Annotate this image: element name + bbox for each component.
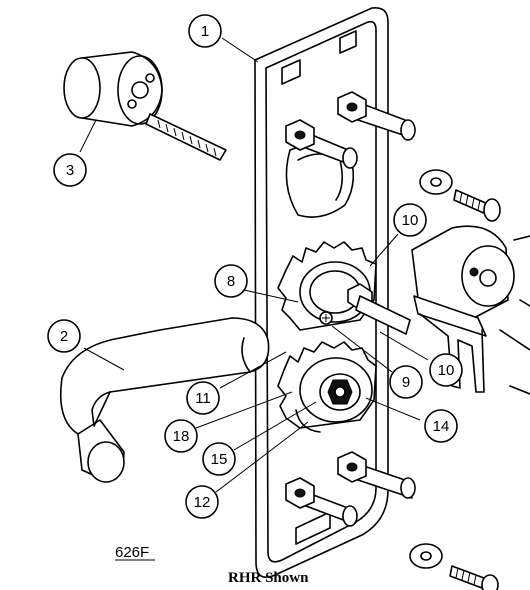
latch-body xyxy=(411,225,530,393)
caption: RHR Shown xyxy=(228,570,309,586)
callout-18: 18 xyxy=(164,419,198,453)
washer-upper xyxy=(419,169,453,195)
callout-14-label: 14 xyxy=(433,418,450,435)
callout-9: 9 xyxy=(389,365,423,399)
lever-handle xyxy=(59,317,270,483)
callout-2-label: 2 xyxy=(60,328,68,345)
callout-3-label: 3 xyxy=(66,162,74,179)
mounting-studs xyxy=(285,91,416,527)
callout-8: 8 xyxy=(214,264,248,298)
callout-8-label: 8 xyxy=(227,273,235,290)
callout-3: 3 xyxy=(53,153,87,187)
callout-12-label: 12 xyxy=(194,494,211,511)
upper-gear-hub xyxy=(277,241,411,335)
callout-18-label: 18 xyxy=(173,428,190,445)
model-number: 626F xyxy=(115,544,149,561)
callout-12: 12 xyxy=(185,485,219,519)
callout-10-upper: 10 xyxy=(393,203,427,237)
callout-11: 11 xyxy=(186,381,220,415)
callout-11-label: 11 xyxy=(195,390,211,407)
callout-10-lower-label: 10 xyxy=(438,362,455,379)
callout-1-label: 1 xyxy=(201,23,209,40)
callout-15-label: 15 xyxy=(211,451,228,468)
cylinder xyxy=(63,51,227,161)
callout-10-upper-label: 10 xyxy=(402,212,419,229)
callout-15: 15 xyxy=(202,442,236,476)
screw-lower xyxy=(449,565,499,590)
callout-10-lower: 10 xyxy=(429,353,463,387)
lower-gear-hub xyxy=(277,341,377,433)
leader-lines xyxy=(79,37,429,493)
screw-upper xyxy=(453,189,501,222)
callout-14: 14 xyxy=(424,409,458,443)
callout-2: 2 xyxy=(47,319,81,353)
callout-1: 1 xyxy=(188,14,222,48)
callout-9-label: 9 xyxy=(402,374,410,391)
washer-lower xyxy=(409,543,443,569)
edge-fragments xyxy=(509,235,530,395)
